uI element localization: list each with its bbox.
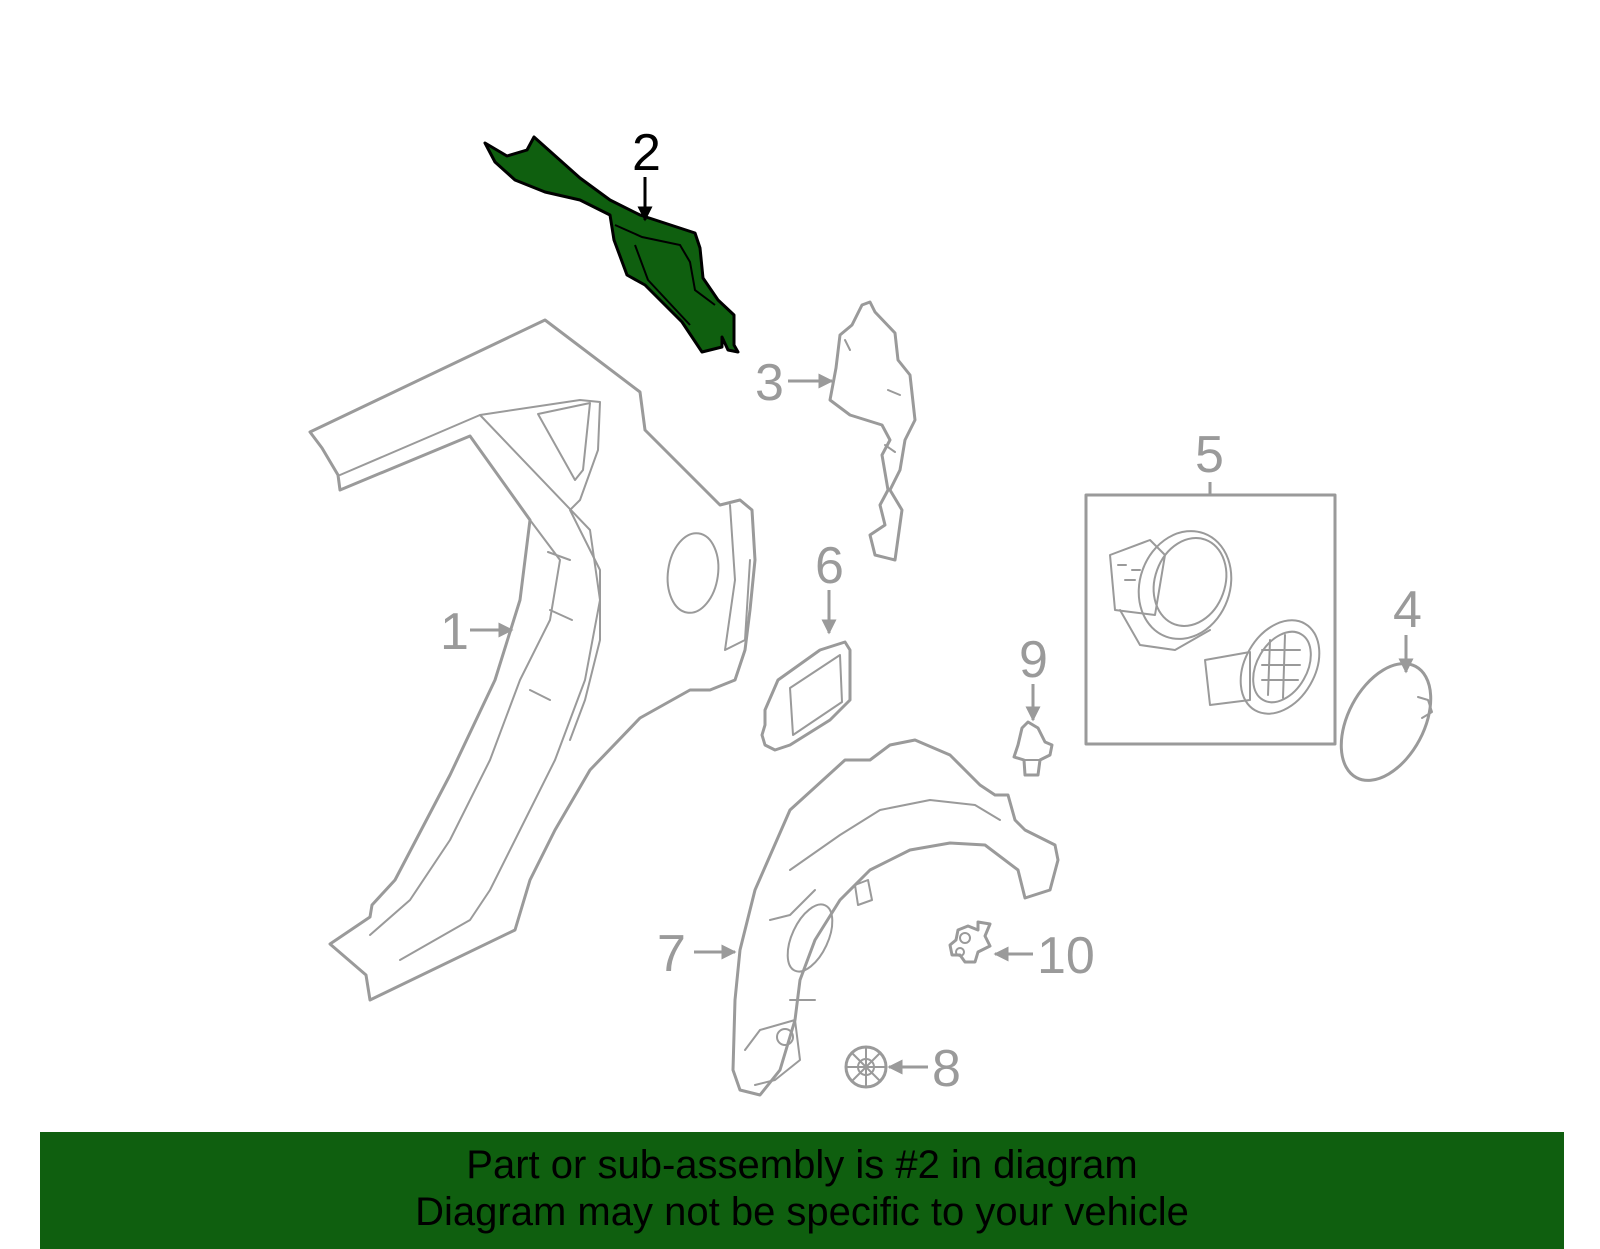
info-banner: Part or sub-assembly is #2 in diagram Di… <box>40 1132 1564 1249</box>
part-7-wheel-liner[interactable] <box>731 738 1060 1097</box>
part-9-clip[interactable] <box>1012 720 1054 777</box>
callout-4: 4 <box>1393 581 1422 639</box>
banner-line-part-number: Part or sub-assembly is #2 in diagram <box>466 1143 1138 1187</box>
part-8-plug[interactable] <box>844 1045 888 1089</box>
callout-8: 8 <box>932 1040 961 1098</box>
callout-3: 3 <box>755 354 784 412</box>
callout-5: 5 <box>1195 426 1224 484</box>
callout-9: 9 <box>1019 631 1048 689</box>
callout-6: 6 <box>815 537 844 595</box>
callout-1: 1 <box>440 603 469 661</box>
banner-line-disclaimer: Diagram may not be specific to your vehi… <box>415 1190 1189 1234</box>
part-10-fastener[interactable] <box>948 920 992 964</box>
callout-7: 7 <box>657 925 686 983</box>
part-2-reinforcement-highlighted[interactable] <box>483 135 740 354</box>
callout-10: 10 <box>1037 927 1095 985</box>
callout-2: 2 <box>632 124 661 182</box>
part-5-filler-housing[interactable] <box>1084 493 1337 746</box>
part-6-bracket[interactable] <box>760 640 852 752</box>
part-4-fuel-door[interactable] <box>1323 649 1449 796</box>
part-1-quarter-panel[interactable] <box>308 318 757 1002</box>
leader-lines <box>470 177 1414 1075</box>
part-3-inner-panel[interactable] <box>828 300 917 562</box>
